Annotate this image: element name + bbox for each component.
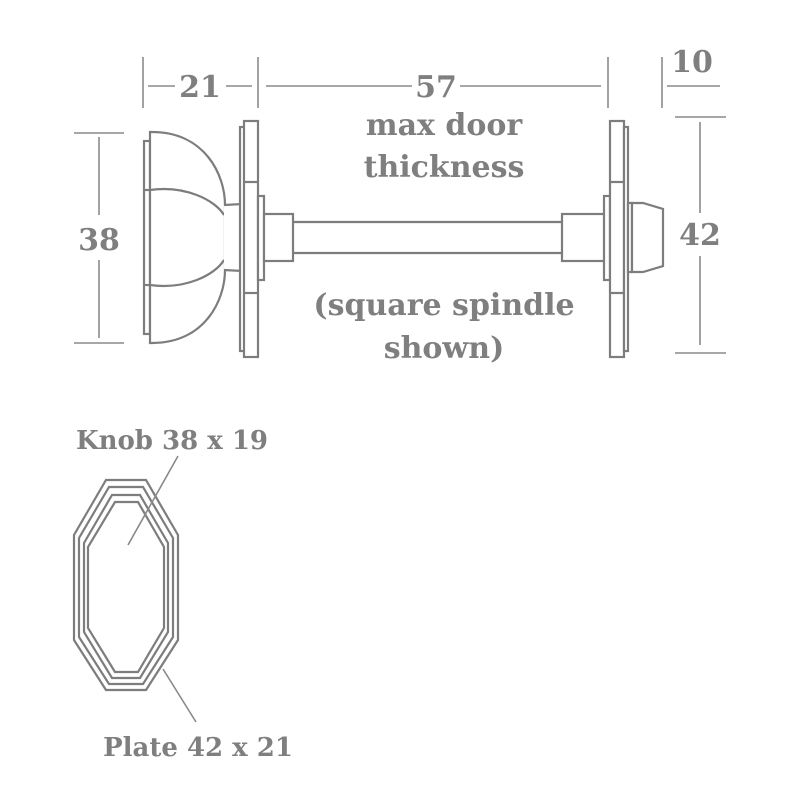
dimension-42: 42 bbox=[675, 116, 726, 354]
max-door-thickness-label-line2: thickness bbox=[364, 150, 525, 185]
right-rose-plate-icon bbox=[602, 119, 630, 359]
dimension-21: 21 bbox=[142, 57, 259, 108]
square-spindle-note-line2: shown) bbox=[384, 331, 505, 366]
max-door-thickness-label-line1: max door bbox=[366, 108, 524, 143]
plate-leader-line bbox=[162, 668, 197, 723]
square-spindle-note-line1: (square spindle bbox=[313, 288, 574, 323]
left-rose-plate-icon bbox=[238, 119, 266, 359]
knob-size-label: Knob 38 x 19 bbox=[76, 426, 268, 456]
knob-leader-line bbox=[127, 455, 179, 546]
octagon-front-view-icon bbox=[72, 478, 180, 692]
right-knob-stub-icon bbox=[626, 201, 665, 274]
left-knob-icon bbox=[142, 130, 244, 345]
dimension-10: 10 bbox=[661, 45, 720, 108]
left-spindle-collar-icon bbox=[262, 212, 295, 263]
square-spindle-icon bbox=[293, 220, 562, 255]
dimension-10-label: 10 bbox=[671, 45, 713, 80]
dimension-38: 38 bbox=[74, 132, 124, 344]
right-spindle-collar-icon bbox=[560, 212, 607, 263]
plate-size-label: Plate 42 x 21 bbox=[103, 733, 293, 763]
dimension-42-label: 42 bbox=[679, 218, 721, 253]
dimension-38-label: 38 bbox=[78, 223, 120, 258]
dimension-57: 57 bbox=[266, 57, 609, 108]
dimension-57-label: 57 bbox=[415, 70, 457, 105]
dimension-21-label: 21 bbox=[179, 70, 221, 105]
